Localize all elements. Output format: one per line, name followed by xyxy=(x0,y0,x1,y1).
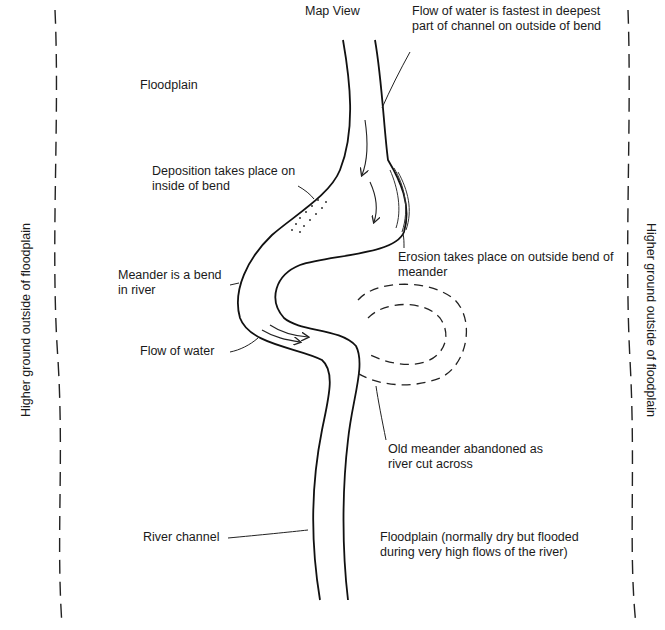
callout-note: Deposition takes place on inside of bend xyxy=(152,164,302,194)
callout-note: Flow of water xyxy=(140,344,228,359)
region-label: Higher ground outside of floodplain xyxy=(19,223,34,417)
river-bank xyxy=(238,40,350,600)
flow-arrow xyxy=(262,120,376,342)
abandoned-meander xyxy=(368,305,446,365)
region-label: Higher ground outside of floodplain xyxy=(643,223,658,417)
callout-note: Meander is a bend in river xyxy=(118,268,228,298)
deposition-dots xyxy=(291,199,327,233)
region-label: Floodplain (normally dry but flooded dur… xyxy=(380,530,605,560)
map-title: Map View xyxy=(305,4,360,19)
region-label: Floodplain xyxy=(140,78,198,93)
callout-note: Old meander abandoned as river cut acros… xyxy=(388,442,568,472)
floodplain-edge xyxy=(628,10,636,625)
floodplain-edge xyxy=(55,10,62,625)
river-bank xyxy=(275,40,406,600)
erosion-marks xyxy=(390,168,409,232)
callout-note: Flow of water is fastest in deepest part… xyxy=(412,4,620,34)
leader-line xyxy=(228,52,410,538)
abandoned-meander xyxy=(356,284,466,385)
callout-note: Erosion takes place on outside bend of m… xyxy=(398,250,620,280)
callout-note: River channel xyxy=(143,530,227,545)
